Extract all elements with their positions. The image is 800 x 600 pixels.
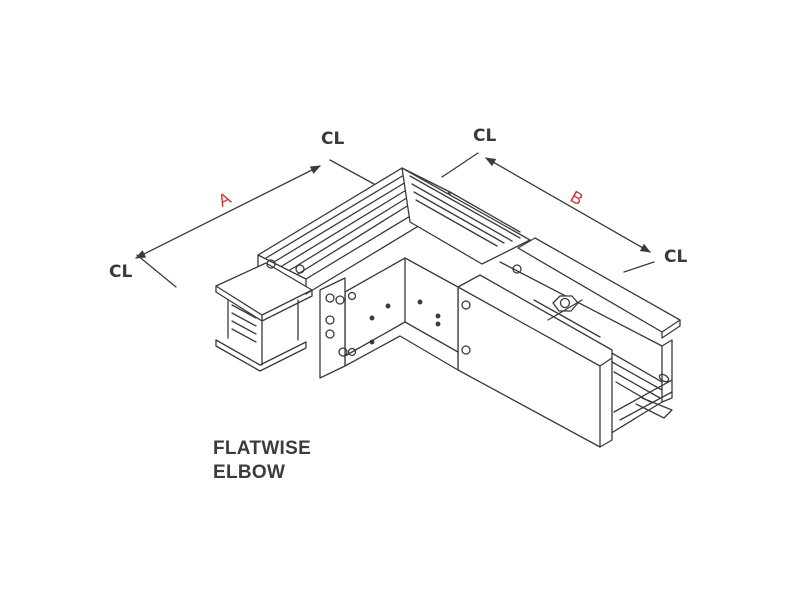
caption-line-2: ELBOW xyxy=(213,462,286,483)
bolt xyxy=(512,264,522,274)
diagram-caption: FLATWISE ELBOW xyxy=(213,437,311,485)
right-arm-housing xyxy=(401,167,531,265)
centerline-symbol: CL xyxy=(473,126,496,146)
centerline-symbol: CL xyxy=(321,129,344,149)
caption-line-1: FLATWISE xyxy=(213,438,312,459)
bolt xyxy=(266,259,276,269)
right-end-plate xyxy=(457,274,613,448)
left-joint-plate xyxy=(319,277,348,379)
centerline-symbol: CL xyxy=(664,247,687,267)
centerline-symbol: CL xyxy=(109,262,132,282)
centerline-symbols: CL CL CL CL xyxy=(109,126,687,282)
dimension-a-line xyxy=(135,159,375,288)
bolt xyxy=(295,264,305,274)
dimension-a-label: A xyxy=(215,188,234,210)
left-busbar-stack xyxy=(215,262,313,372)
dimension-b-line xyxy=(441,152,655,273)
hex-nut xyxy=(533,295,601,338)
center-plate xyxy=(344,257,459,371)
